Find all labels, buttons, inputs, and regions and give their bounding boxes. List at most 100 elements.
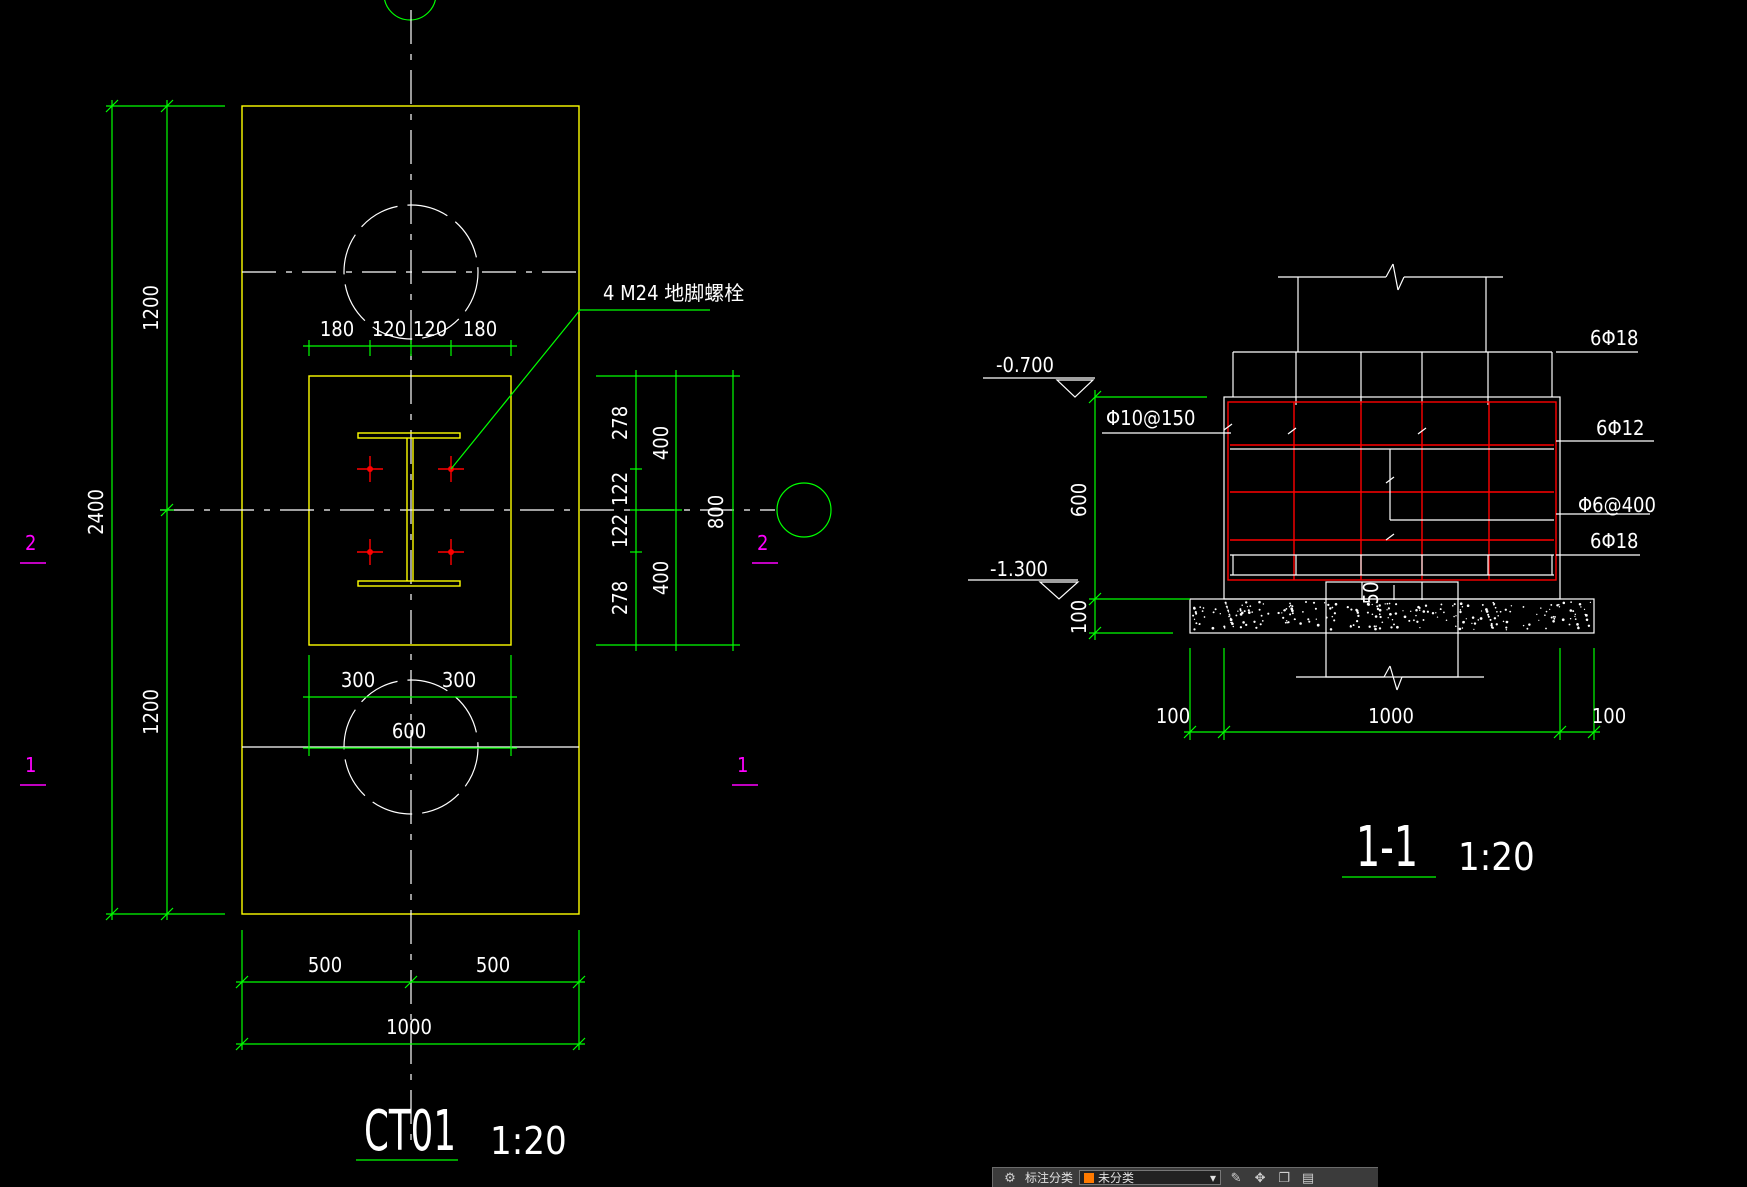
hatch-dot — [1510, 605, 1513, 607]
rebar-side-label: 6Φ12 — [1596, 416, 1645, 440]
hatch-dot — [1231, 622, 1234, 626]
rebar-leaders — [1556, 351, 1654, 556]
hatch-dot — [1226, 607, 1229, 609]
hatch-dot — [1455, 615, 1457, 617]
hatch-dot — [1443, 611, 1445, 614]
hatch-dot — [1314, 607, 1317, 610]
hatch-dot — [1355, 609, 1359, 612]
hatch-dot — [1281, 612, 1283, 614]
hatch-dot — [1389, 613, 1392, 616]
hatch-dot — [1239, 609, 1242, 612]
hatch-dot — [1224, 601, 1227, 604]
hatch-dot — [1379, 615, 1382, 619]
category-value: 未分类 — [1098, 1171, 1135, 1185]
hatch-dot — [1241, 604, 1243, 607]
hatch-dot — [1329, 607, 1332, 610]
hatch-dot — [1431, 611, 1435, 615]
hatch-dot — [1492, 601, 1495, 604]
hatch-dot — [1289, 602, 1291, 605]
category-select[interactable]: 未分类 ▾ — [1079, 1170, 1222, 1185]
hatch-dot — [1291, 609, 1294, 613]
chevron-down-icon: ▾ — [1209, 1170, 1217, 1185]
hatch-dot — [1384, 603, 1386, 605]
hatch-dot — [1481, 603, 1484, 606]
hatch-dot — [1540, 607, 1542, 609]
hatch-dot — [1574, 615, 1576, 618]
copy-icon[interactable]: ❐ — [1278, 1169, 1290, 1185]
hatch-dot — [1462, 620, 1465, 624]
hatch-dot — [1225, 605, 1228, 608]
hatch-dot — [1556, 604, 1559, 607]
dim-right-122-top: 122 — [608, 472, 632, 506]
hatch-dot — [1391, 618, 1394, 621]
hatch-dot — [1569, 617, 1572, 620]
hatch-dot — [1193, 628, 1196, 631]
hatch-dot — [1561, 618, 1565, 622]
hatch-dot — [1323, 602, 1326, 604]
section-mark-right-2: 2 — [757, 531, 768, 555]
hatch-dot — [1291, 605, 1294, 608]
hatch-dot — [1409, 610, 1412, 613]
hatch-dot — [1239, 626, 1243, 629]
hatch-dot — [1417, 605, 1420, 609]
hatch-dot — [1243, 610, 1246, 613]
hatch-dot — [1440, 603, 1443, 606]
dim-section-right-100: 100 — [1592, 704, 1626, 728]
hatch-dot — [1459, 610, 1462, 614]
hatch-dot — [1549, 608, 1551, 611]
hatch-dot — [1495, 623, 1498, 626]
hatch-dot — [1580, 606, 1582, 608]
hatch-dot — [1228, 613, 1231, 616]
hatch-dot — [1308, 620, 1311, 623]
layer-icon[interactable]: ▤ — [1301, 1169, 1315, 1185]
section-cap-outline — [1223, 396, 1561, 600]
dim-right-800: 800 — [704, 495, 728, 529]
edit-icon[interactable]: ✎ — [1230, 1169, 1242, 1185]
hatch-dot — [1289, 613, 1292, 616]
hatch-dot — [1485, 610, 1489, 613]
hatch-dot — [1219, 613, 1221, 615]
hatch-dot — [1239, 608, 1242, 611]
hatch-dot — [1307, 618, 1310, 621]
hatch-dot — [1195, 612, 1198, 615]
hatch-dot — [1386, 602, 1389, 605]
hatch-dot — [1251, 611, 1253, 613]
hatch-dot — [1203, 616, 1206, 618]
hatch-dot — [1570, 601, 1572, 603]
move-icon[interactable]: ✥ — [1254, 1169, 1266, 1185]
hatch-dot — [1452, 605, 1454, 607]
hatch-dot — [1262, 603, 1265, 605]
hatch-dot — [1193, 607, 1196, 610]
hatch-dot — [1366, 602, 1370, 606]
hatch-dot — [1586, 619, 1588, 622]
hatch-dot — [1577, 626, 1580, 628]
hatch-dot — [1459, 602, 1463, 606]
category-color-swatch — [1084, 1172, 1095, 1183]
hatch-dot — [1331, 606, 1334, 609]
hatch-dot — [1235, 614, 1238, 617]
dim-bottom-1000: 1000 — [386, 1015, 432, 1039]
hatch-dot — [1374, 615, 1378, 618]
hatch-dot — [1589, 601, 1592, 604]
hatch-dot — [1357, 614, 1360, 618]
hatch-dot — [1387, 607, 1390, 610]
left-dimension-lines — [105, 99, 225, 921]
hatch-dot — [1355, 619, 1359, 623]
hatch-dot — [1376, 607, 1380, 611]
dim-section-height: 600 — [1067, 483, 1091, 517]
hatch-dot — [1494, 606, 1497, 609]
hatch-dot — [1426, 610, 1429, 613]
hatch-dot — [1435, 612, 1437, 614]
dim-section-bedding: 100 — [1067, 600, 1091, 634]
hatch-dot — [1487, 613, 1490, 616]
dim-top-180-left: 180 — [320, 317, 354, 341]
hatch-dot — [1227, 609, 1230, 612]
hatch-dot — [1258, 608, 1261, 611]
settings-icon[interactable]: ⚙ — [1004, 1169, 1016, 1185]
hatch-dot — [1538, 619, 1540, 621]
hatch-dot — [1346, 605, 1349, 609]
hatch-dot — [1545, 610, 1548, 613]
hatch-dot — [1471, 616, 1475, 619]
hatch-dot — [1374, 627, 1377, 631]
